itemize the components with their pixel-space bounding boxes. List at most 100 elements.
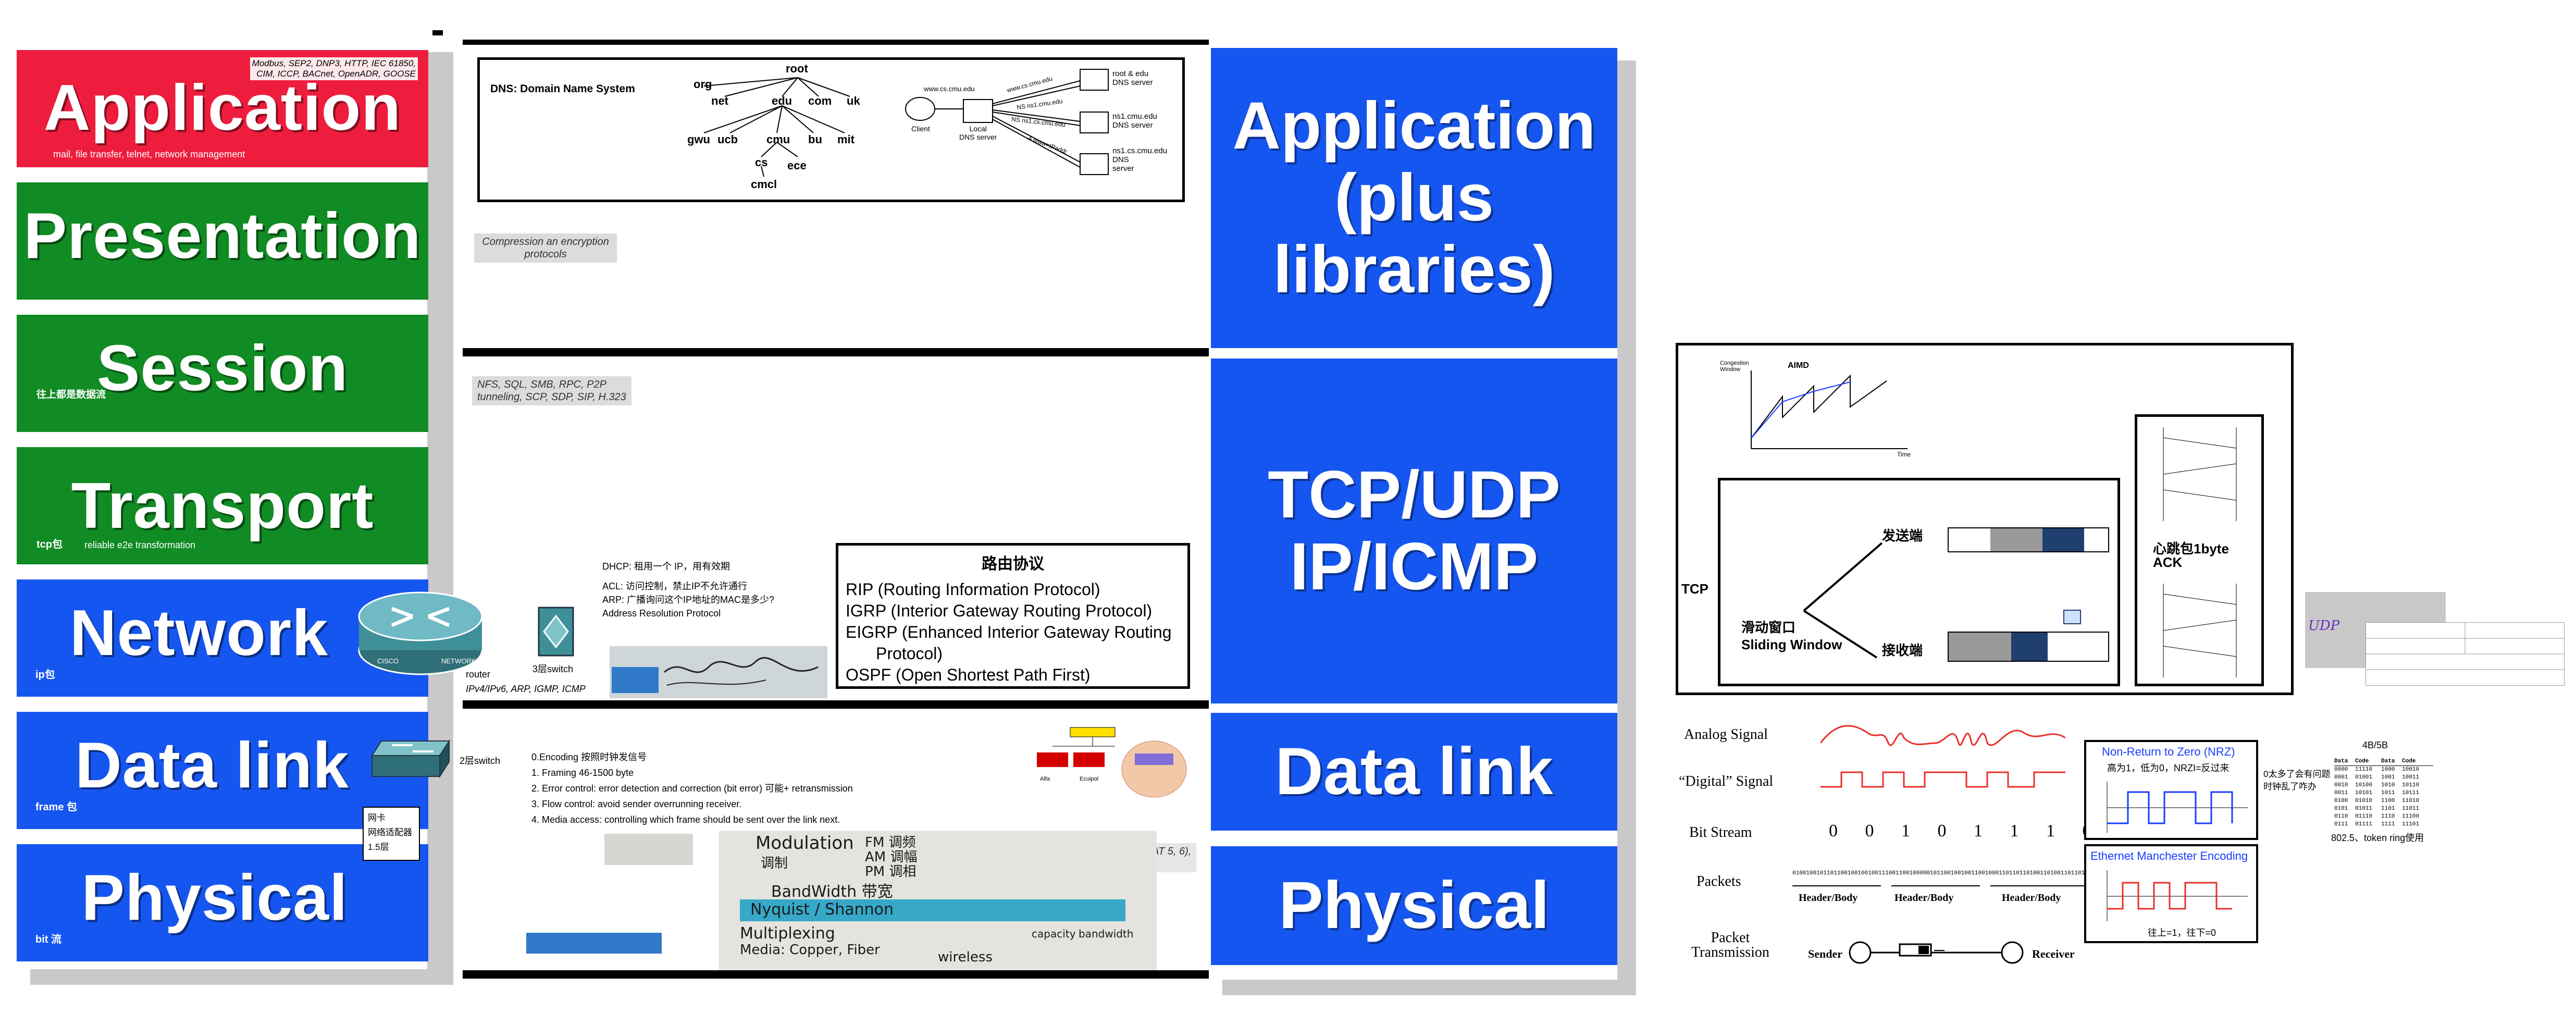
receiver-label: Receiver xyxy=(2032,947,2075,960)
fourb-cell: 11100 xyxy=(2402,813,2420,820)
routing-eigrp-2: Protocol) xyxy=(876,644,943,663)
sliding-en: Sliding Window xyxy=(1741,637,1842,652)
fourb-cell: 1100 xyxy=(2381,798,2395,804)
nrz-box: Non-Return to Zero (NRZ) 高为1，低为0，NRZI=反过… xyxy=(2084,740,2258,840)
application-protocols-line1: Modbus, SEP2, DNP3, HTTP, IEC 61850, xyxy=(252,58,416,68)
big-application: Application (plus libraries) xyxy=(1211,48,1617,348)
layer-name: Transport xyxy=(71,470,374,542)
hw-wireless: wireless xyxy=(938,949,993,965)
udp-note-scribble: UDP xyxy=(2308,618,2340,634)
hw-modulation-cn: 调制 xyxy=(761,856,788,871)
fourb-cell: 10111 xyxy=(2402,790,2420,796)
divider-3 xyxy=(463,970,1209,979)
hw-pm: PM 调相 xyxy=(865,864,917,880)
photo-blue-tape xyxy=(612,667,659,693)
osi-stack-shadow-bottom xyxy=(30,969,452,985)
compression-text: Compression an encryption protocols xyxy=(482,236,609,260)
physical-notes-photo: Modulation 调制 FM 调频 AM 调幅 PM 调相 BandWidt… xyxy=(719,831,1157,970)
fourb-cell: 1110 xyxy=(2381,813,2395,820)
fourb-cell: 1001 xyxy=(2381,774,2395,781)
local-dns-line1: Local xyxy=(969,125,987,133)
switch3-icon xyxy=(537,606,575,658)
layer-name: Application xyxy=(43,72,402,144)
dhcp-note: DHCP: 租用一个 IP，用有效期 xyxy=(602,561,730,572)
analog-label: Analog Signal xyxy=(1684,726,1768,743)
dl-item-3: 3. Flow control: avoid sender overrunnin… xyxy=(531,799,742,809)
fourb-cell: 0000 xyxy=(2334,767,2348,773)
fourb-cell: 01111 xyxy=(2355,821,2373,827)
aimd-cw-1: Congestion xyxy=(1720,360,1749,366)
physical-notes-photo-3 xyxy=(604,834,693,865)
transport-note: reliable e2e transformation xyxy=(84,540,196,550)
compression-note: Compression an encryption protocols xyxy=(474,233,617,263)
fourb-cell: 11110 xyxy=(2355,767,2373,773)
transmission-link xyxy=(1848,936,2025,969)
routing-eigrp: EIGRP (Enhanced Interior Gateway Routing xyxy=(846,623,1172,641)
rbuffer-not-acked xyxy=(2011,633,2048,661)
fourb-cell: 1111 xyxy=(2381,821,2395,827)
session-protocols-note: NFS, SQL, SMB, RPC, P2P tunneling, SCP, … xyxy=(472,376,631,405)
packets-label: Packets xyxy=(1696,873,1741,890)
rbuffer-acked xyxy=(1949,633,2011,661)
layer-name: Physical xyxy=(81,862,348,934)
dns-node-root: root xyxy=(786,62,808,75)
layer-presentation: Presentation xyxy=(17,182,428,300)
dns-client-url: www.cs.cmu.edu xyxy=(924,85,975,93)
big-app-line2: (plus xyxy=(1334,160,1494,235)
fourb-cell: 11010 xyxy=(2402,798,2420,804)
routing-title: 路由协议 xyxy=(982,555,1044,573)
sender-label: Sender xyxy=(1808,947,1842,960)
router-label: router xyxy=(466,669,491,680)
packet-tx-2: Transmission xyxy=(1691,944,1769,960)
layer-name: Presentation xyxy=(23,200,422,272)
layer-name: Network xyxy=(69,597,329,669)
nic-line-1: 网卡 xyxy=(368,813,386,823)
dns-node-bu: bu xyxy=(808,133,822,146)
aimd-axis-time: Time xyxy=(1897,451,1911,458)
datalink-tag: frame 包 xyxy=(35,801,78,813)
application-note: mail, file transfer, telnet, network man… xyxy=(53,149,245,159)
big-tcp-ip: TCP/UDP IP/ICMP xyxy=(1211,359,1617,703)
buffer-sent-unacked xyxy=(1990,528,2042,551)
fourb-cell: 1011 xyxy=(2381,790,2395,796)
nrz-note: 高为1，低为0，NRZI=反过来 xyxy=(2107,763,2230,773)
side-note-1: 0太多了会有问题 xyxy=(2263,769,2331,779)
dns-node-com: com xyxy=(808,94,832,107)
fourb-cell: 01011 xyxy=(2355,806,2373,812)
fourb-h1: Code xyxy=(2355,758,2369,764)
dns-diagram: DNS: Domain Name System root org net edu… xyxy=(477,57,1185,202)
sender-cn: 发送端 xyxy=(1882,528,1923,543)
server3-line2: DNS xyxy=(1112,155,1129,164)
nic-line-2: 网络适配器 xyxy=(368,827,412,837)
fourb-cell: 0001 xyxy=(2334,774,2348,781)
layer-application: Modbus, SEP2, DNP3, HTTP, IEC 61850, CIM… xyxy=(17,50,428,167)
fourb-cell: 10010 xyxy=(2402,767,2420,773)
hw-multiplexing: Multiplexing xyxy=(740,924,835,943)
switch2-label: 2层switch xyxy=(460,756,501,766)
divider-2 xyxy=(463,700,1209,709)
divider-1 xyxy=(463,348,1209,356)
nrz-wave xyxy=(2107,782,2248,833)
dl-item-0: 0.Encoding 按照时钟发信号 xyxy=(531,752,647,762)
sliding-window-lines xyxy=(1803,542,1883,659)
fourb-cell: 1000 xyxy=(2381,767,2395,773)
arp-note-2: Address Resolution Protocol xyxy=(602,608,721,619)
heartbeat-box: 心跳包1byte ACK xyxy=(2135,414,2264,686)
manchester-note: 往上=1，往下=0 xyxy=(2148,928,2216,938)
network-notes: DHCP: 租用一个 IP，用有效期 ACL: 访问控制，禁止IP不允许通行 A… xyxy=(602,560,774,620)
tcp-frame: TCP AIMD Congestion Window Time 滑动窗口 Sli… xyxy=(1676,343,2294,695)
fourb-cell: 0111 xyxy=(2334,821,2348,827)
physical-notes-photo-2 xyxy=(526,933,662,954)
heartbeat-lines xyxy=(2163,427,2237,677)
ip-protocols: IPv4/IPv6, ARP, IGMP, ICMP xyxy=(466,684,586,694)
transport-tag: tcp包 xyxy=(36,539,63,550)
big-app-line3: libraries) xyxy=(1273,232,1555,307)
session-tag: 往上都是数据流 xyxy=(36,389,106,400)
fourb-cell: 1101 xyxy=(2381,806,2395,812)
manchester-box: Ethernet Manchester Encoding 往上=1，往下=0 xyxy=(2084,844,2258,943)
hw-am: AM 调幅 xyxy=(865,849,918,865)
svg-text:Alfa: Alfa xyxy=(1040,776,1050,782)
